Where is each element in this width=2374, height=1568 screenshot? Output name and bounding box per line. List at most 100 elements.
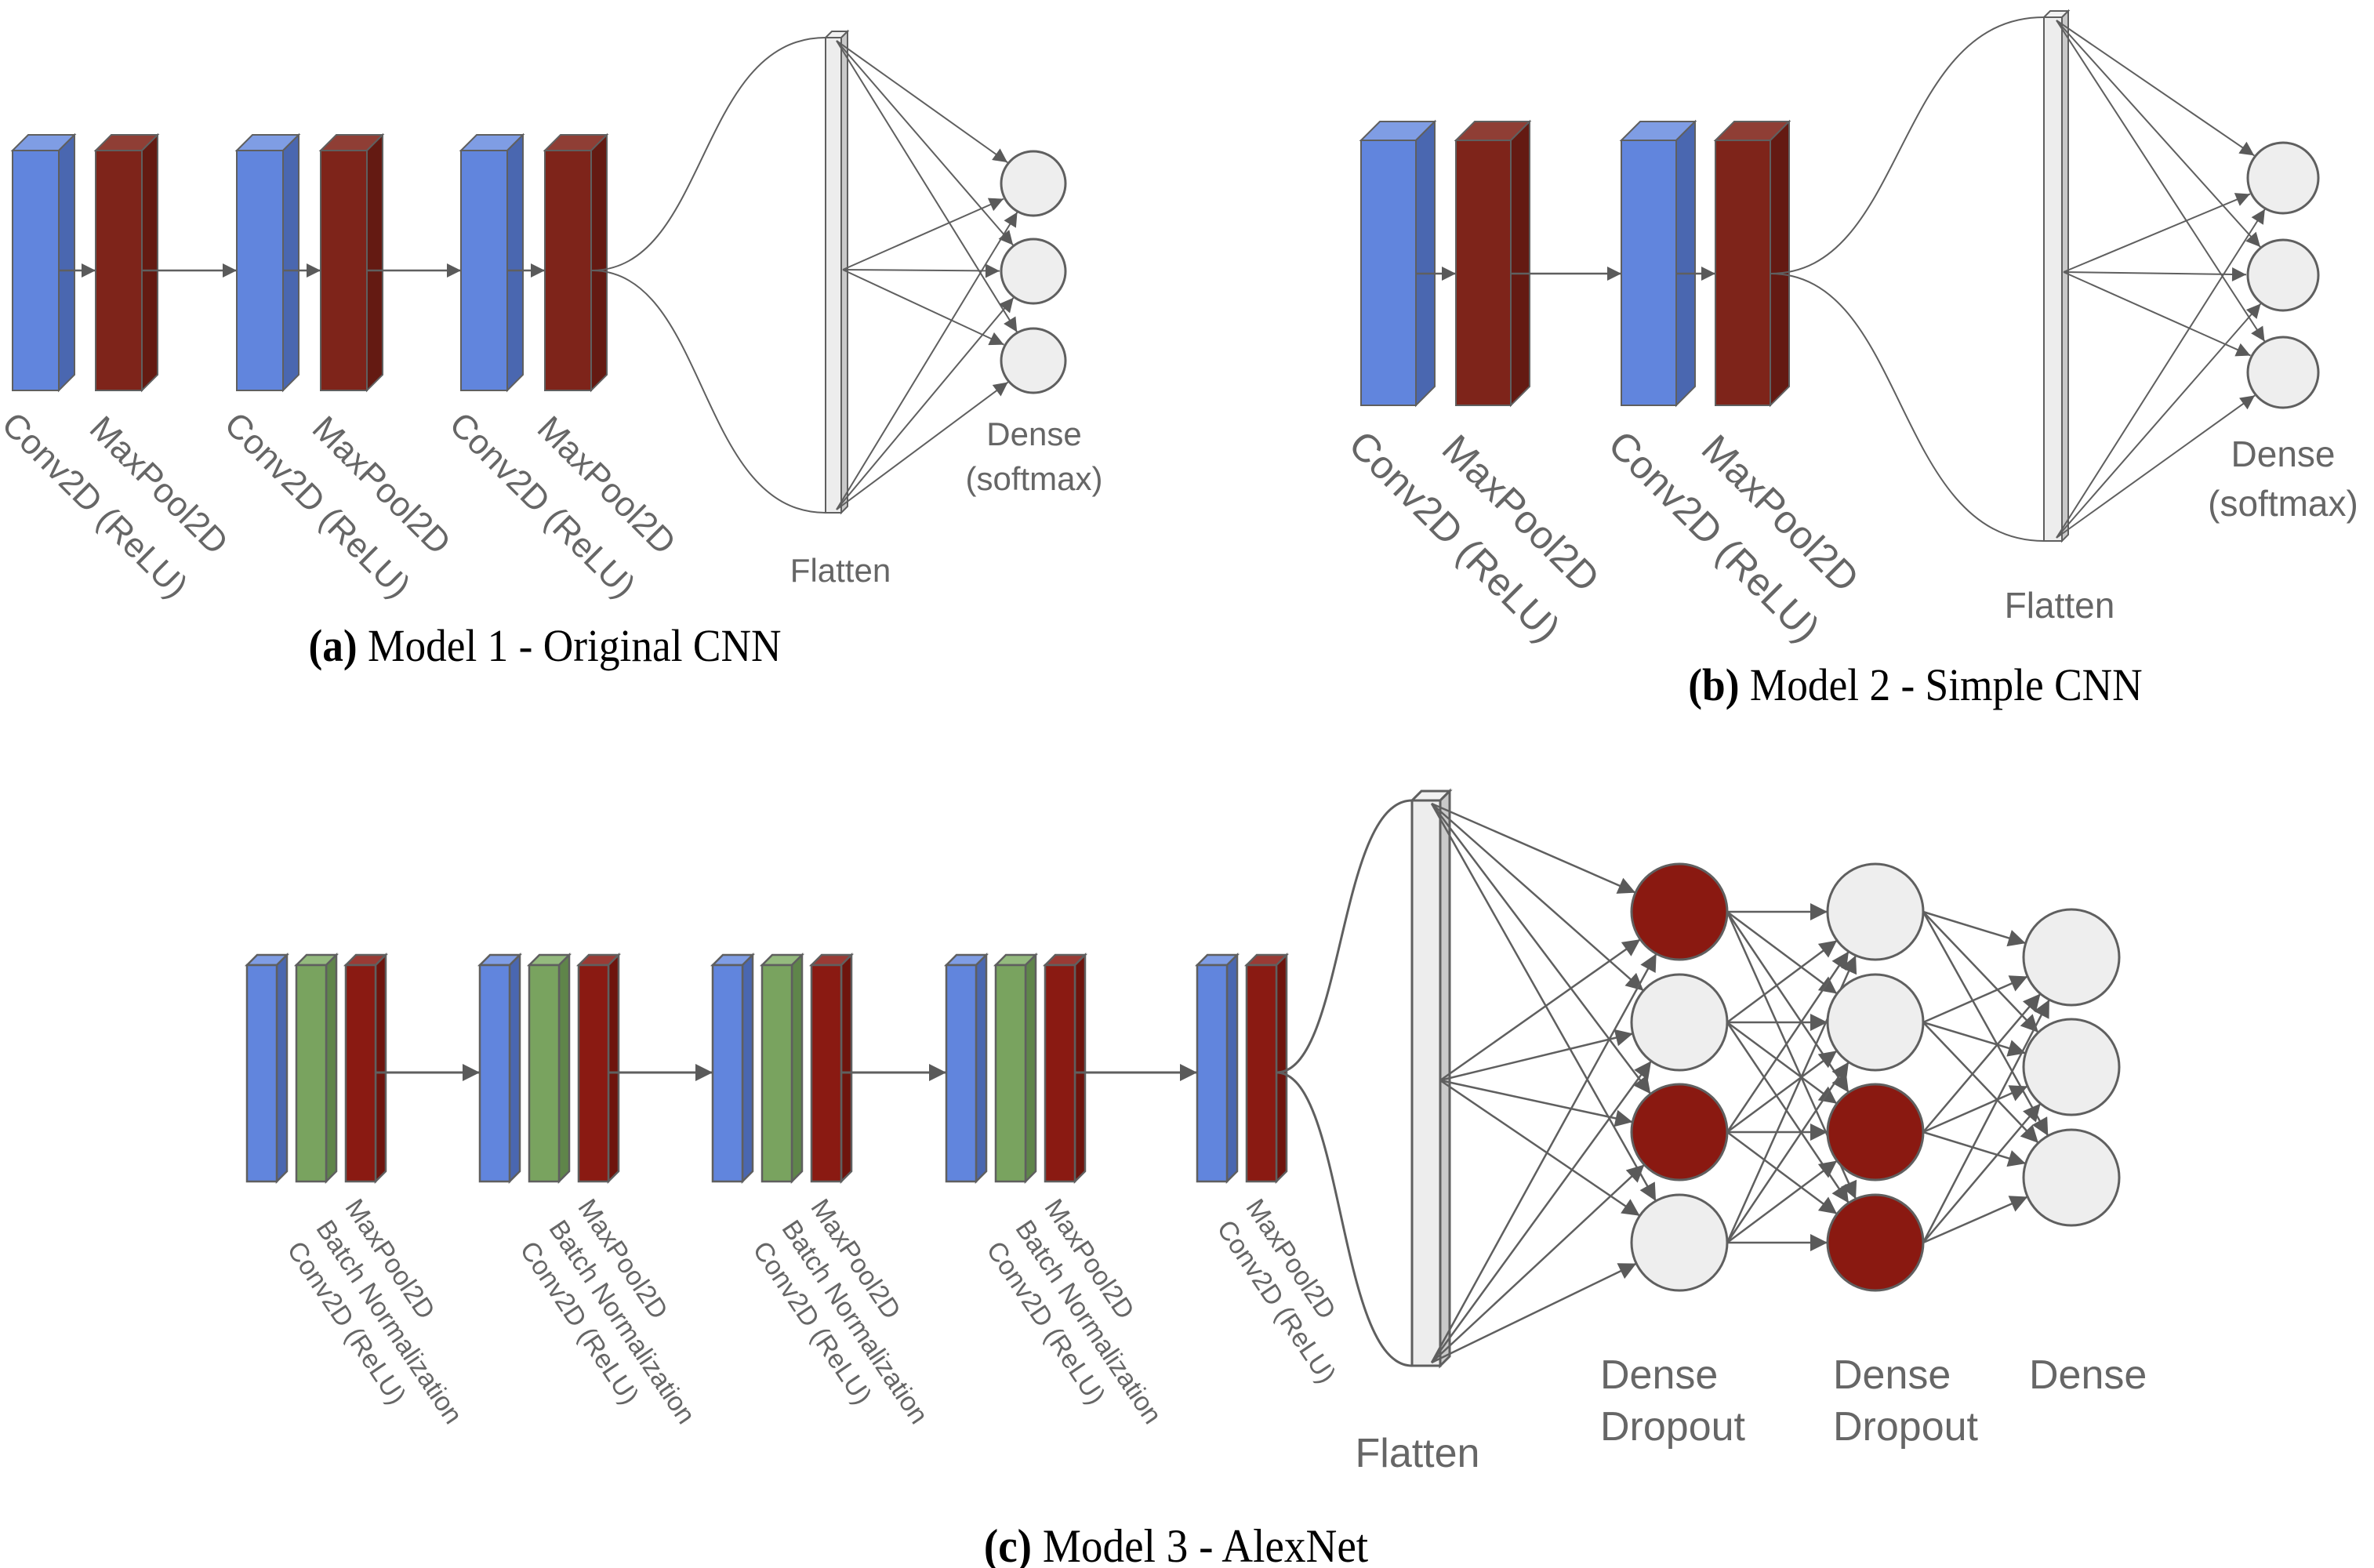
flatten-label: Flatten (2005, 585, 2115, 626)
dense-connection (1430, 1060, 1653, 1363)
dense-label: Dense (2029, 1352, 2147, 1398)
maxpool2d-block (1243, 952, 1290, 1185)
conv2d-block-side (1675, 119, 1696, 408)
dense-label-activation: (softmax) (2208, 483, 2358, 524)
batch-normalization-block (759, 952, 805, 1185)
maxpool2d-block (543, 132, 609, 393)
dense-connection (842, 269, 1004, 346)
caption-b-text: Model 2 - Simple CNN (1739, 660, 2142, 711)
dense-label: Dense (1833, 1352, 1951, 1398)
fan-curve-bottom (1276, 1071, 1413, 1367)
batch-normalization-block (293, 952, 339, 1185)
maxpool2d-block-front (95, 150, 143, 391)
dense-node (1826, 973, 1925, 1072)
flatten-layer (1409, 788, 1453, 1369)
flatten-layer-front (825, 37, 842, 514)
dense-connection (2056, 209, 2266, 539)
dense-connection (1922, 975, 2028, 1024)
dense-connection (1922, 911, 2039, 1033)
dense-node (1000, 327, 1067, 394)
dropped-node (1630, 1083, 1729, 1181)
caption-b-tag: (b) (1688, 660, 1739, 711)
dense-connection (1431, 802, 1636, 894)
caption-b: (b) Model 2 - Simple CNN (1688, 660, 2142, 711)
flatten-layer (2042, 9, 2071, 543)
maxpool2d-block (808, 952, 855, 1185)
dense-node (1630, 1193, 1729, 1292)
maxpool2d-block (1454, 119, 1532, 408)
batch-normalization-block-front (295, 964, 328, 1183)
dropped-node (1826, 1083, 1925, 1181)
dense-connection (1726, 950, 1849, 1133)
maxpool2d-block (343, 952, 389, 1185)
dense-label: Dense (1600, 1352, 1718, 1398)
conv2d-block-front (245, 964, 278, 1183)
fan-curve-top (590, 37, 826, 271)
maxpool2d-block-side (1073, 952, 1087, 1185)
maxpool2d-block-side (141, 132, 158, 393)
dense-connection (1726, 1160, 1838, 1244)
batch-normalization-block-front (760, 964, 793, 1183)
dense-connection (836, 40, 1008, 163)
dense-connection (2063, 193, 2251, 273)
maxpool2d-block (575, 952, 622, 1185)
dense-node (2022, 908, 2121, 1007)
conv2d-block-side (275, 952, 289, 1185)
dense-node (2246, 336, 2320, 409)
maxpool2d-block-side (1275, 952, 1288, 1185)
flatten-layer (823, 29, 850, 515)
dense-connection (1922, 910, 2027, 947)
conv2d-block-front (945, 964, 978, 1183)
batch-normalization-block-front (528, 964, 561, 1183)
dropout-label: Dropout (1600, 1404, 1746, 1450)
conv2d-block (459, 132, 525, 393)
dense-connection (1439, 1029, 1634, 1082)
maxpool2d-block-front (810, 964, 843, 1183)
maxpool2d-block-side (374, 952, 387, 1185)
dense-node (1000, 238, 1067, 305)
dense-connection (836, 212, 1018, 510)
conv2d-block-front (1360, 140, 1417, 406)
dense-connection (1922, 999, 2050, 1243)
conv2d-block (1619, 119, 1697, 408)
dense-connection (2056, 20, 2261, 248)
maxpool2d-block-front (1715, 140, 1771, 406)
flatten-label: Flatten (790, 552, 891, 589)
conv2d-block-side (1225, 952, 1239, 1185)
caption-c-tag: (c) (984, 1521, 1032, 1568)
maxpool2d-block-front (577, 964, 610, 1183)
dense-connection (2056, 20, 2255, 157)
conv2d-block-front (460, 150, 508, 391)
dense-connection (842, 263, 1000, 278)
conv2d-block-front (478, 964, 511, 1183)
dense-node (2246, 238, 2320, 312)
dense-connection (836, 297, 1015, 510)
dense-connection (1922, 993, 2042, 1133)
dense-connection (842, 198, 1004, 270)
maxpool2d-block (318, 132, 385, 393)
maxpool2d-block-front (344, 964, 377, 1183)
fan-curve-bottom (590, 270, 826, 514)
maxpool2d-block-front (1044, 964, 1076, 1183)
conv2d-block-side (282, 132, 299, 393)
conv2d-block-side (975, 952, 988, 1185)
batch-normalization-block-front (994, 964, 1027, 1183)
conv2d-block-side (58, 132, 75, 393)
dense-node (1826, 862, 1925, 961)
dense-label: Dense (986, 416, 1081, 452)
dense-connection (1439, 1079, 1641, 1217)
maxpool2d-block-front (1455, 140, 1512, 406)
conv2d-block (1194, 952, 1240, 1185)
dense-node (2022, 1018, 2121, 1116)
conv2d-block (10, 132, 77, 393)
maxpool2d-block-front (1245, 964, 1278, 1183)
dense-connection (1439, 1079, 1633, 1127)
maxpool2d-block-side (366, 132, 383, 393)
flatten-label: Flatten (1356, 1431, 1480, 1476)
dense-connection (1726, 1050, 1838, 1134)
